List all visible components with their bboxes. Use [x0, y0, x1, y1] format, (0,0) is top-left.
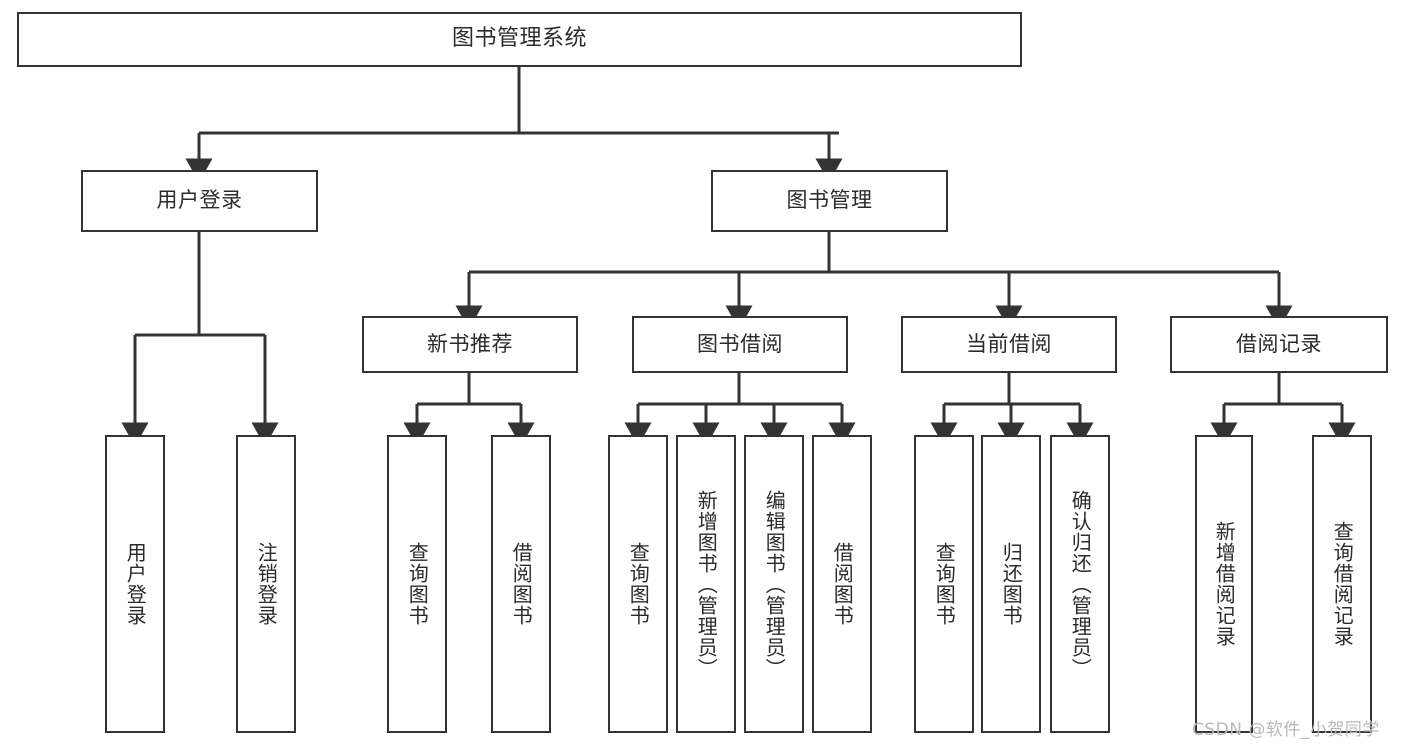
node-book-management[interactable]: 图书管理: [711, 170, 948, 232]
leaf-edit-book-admin[interactable]: 编辑图书（管理员）: [744, 435, 804, 733]
leaf-confirm-return-admin[interactable]: 确认归还（管理员）: [1050, 435, 1110, 733]
leaf-query-book-recommend[interactable]: 查询图书: [387, 435, 447, 733]
leaf-query-borrow-record[interactable]: 查询借阅记录: [1312, 435, 1372, 733]
leaf-add-borrow-record[interactable]: 新增借阅记录: [1195, 435, 1253, 733]
leaf-borrow-book-recommend[interactable]: 借阅图书: [491, 435, 551, 733]
node-borrow-record[interactable]: 借阅记录: [1170, 316, 1388, 373]
leaf-query-book-current[interactable]: 查询图书: [914, 435, 974, 733]
leaf-logout[interactable]: 注销登录: [236, 435, 296, 733]
leaf-add-book-admin[interactable]: 新增图书（管理员）: [676, 435, 736, 733]
leaf-borrow-book[interactable]: 借阅图书: [812, 435, 872, 733]
node-new-book-recommend[interactable]: 新书推荐: [362, 316, 578, 373]
leaf-query-book-borrow[interactable]: 查询图书: [608, 435, 668, 733]
csdn-watermark: CSDN @软件_小贺同学: [1192, 720, 1380, 740]
node-current-borrow[interactable]: 当前借阅: [901, 316, 1117, 373]
node-root-system[interactable]: 图书管理系统: [17, 12, 1022, 67]
node-book-borrow[interactable]: 图书借阅: [632, 316, 848, 373]
node-user-login[interactable]: 用户登录: [81, 170, 318, 232]
leaf-user-login[interactable]: 用户登录: [105, 435, 165, 733]
leaf-return-book[interactable]: 归还图书: [981, 435, 1041, 733]
